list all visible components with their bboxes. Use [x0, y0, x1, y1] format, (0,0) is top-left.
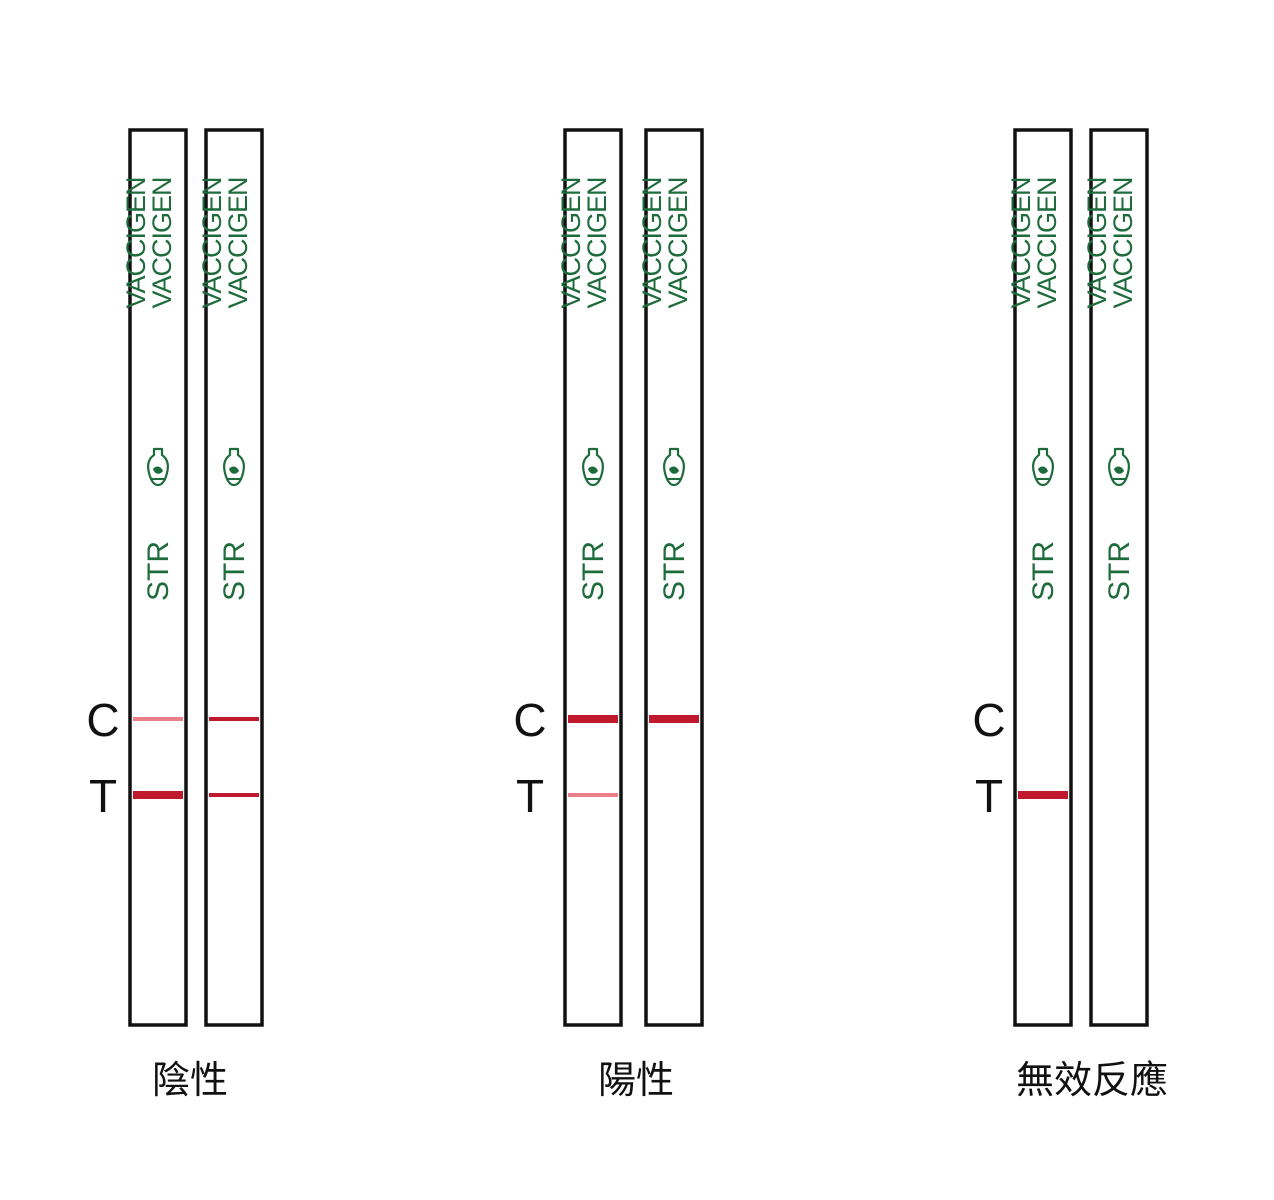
- brand-text: VACCIGEN: [197, 177, 227, 308]
- product-code-text: STR: [142, 541, 175, 601]
- product-code-text: STR: [1103, 541, 1136, 601]
- brand-text: VACCIGEN: [121, 177, 151, 308]
- product-code-text: STR: [658, 541, 691, 601]
- result-caption: 陰性: [152, 1058, 228, 1102]
- strip-outline: [128, 128, 188, 1027]
- result-caption: 陽性: [598, 1058, 674, 1102]
- control-line-marker: C: [972, 694, 1005, 746]
- brand-text: VACCIGEN: [582, 177, 612, 308]
- brand-text: VACCIGEN: [1082, 177, 1112, 308]
- control-line-marker: C: [86, 694, 119, 746]
- product-code-text: STR: [1027, 541, 1060, 601]
- brand-text: VACCIGEN: [1032, 177, 1062, 308]
- product-code-text: STR: [218, 541, 251, 601]
- brand-text: VACCIGEN: [1108, 177, 1138, 308]
- strip-outline: [563, 128, 623, 1027]
- strip-outline: [1013, 128, 1073, 1027]
- brand-text: VACCIGEN: [147, 177, 177, 308]
- test-line-marker: T: [89, 770, 117, 822]
- test-line-marker: T: [516, 770, 544, 822]
- result-group-invalid: CTVACCIGENVACCIGENSTRVACCIGENVACCIGENSTR…: [972, 128, 1168, 1102]
- bottle-logo-icon: [581, 447, 605, 487]
- test-line-marker: T: [975, 770, 1003, 822]
- control-line-marker: C: [513, 694, 546, 746]
- strip-outline: [644, 128, 704, 1027]
- bottle-logo-icon: [146, 447, 170, 487]
- bottle-logo-icon: [1031, 447, 1055, 487]
- brand-text: VACCIGEN: [223, 177, 253, 308]
- brand-text: VACCIGEN: [663, 177, 693, 308]
- result-caption: 無效反應: [1016, 1058, 1168, 1102]
- brand-text: VACCIGEN: [637, 177, 667, 308]
- strip-outline: [1089, 128, 1149, 1027]
- product-code-text: STR: [577, 541, 610, 601]
- strip-outline: [204, 128, 264, 1027]
- brand-text: VACCIGEN: [1006, 177, 1036, 308]
- brand-text: VACCIGEN: [556, 177, 586, 308]
- result-group-positive: CTVACCIGENVACCIGENSTRVACCIGENVACCIGENSTR…: [513, 128, 704, 1102]
- result-group-negative: CTVACCIGENVACCIGENSTRVACCIGENVACCIGENSTR…: [86, 128, 264, 1102]
- bottle-logo-icon: [222, 447, 246, 487]
- bottle-logo-icon: [662, 447, 686, 487]
- bottle-logo-icon: [1107, 447, 1131, 487]
